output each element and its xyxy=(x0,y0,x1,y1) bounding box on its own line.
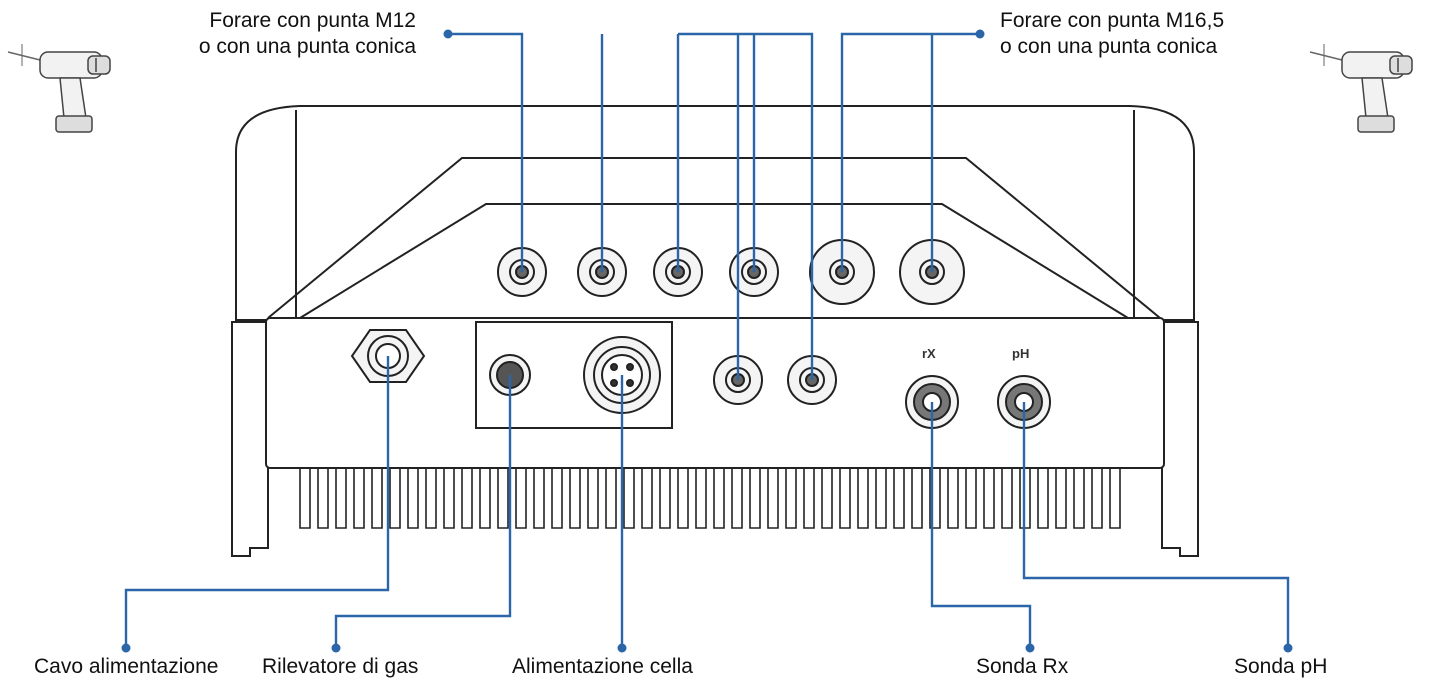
connector-plate xyxy=(475,321,673,429)
recessed-panel-outer xyxy=(267,157,1161,319)
right-flange xyxy=(1161,321,1199,557)
drill-label-m16-line2: o con una punta conica xyxy=(1000,35,1218,58)
hole-m12-3 xyxy=(653,247,703,297)
label-rx-probe: Sonda Rx xyxy=(976,655,1069,678)
label-ph-probe: Sonda pH xyxy=(1234,655,1328,678)
drill-icon-right xyxy=(1309,44,1413,133)
rx-marking: rX xyxy=(922,346,936,361)
label-power-cable: Cavo alimentazione xyxy=(34,655,219,678)
leader-dots xyxy=(121,29,1293,653)
ph-marking: pH xyxy=(1012,346,1030,361)
drill-label-m12: Forare con punta M12 o con una punta con… xyxy=(146,8,416,60)
heat-sink xyxy=(296,467,1134,529)
leader-lines xyxy=(124,32,1290,648)
gas-detector-connector xyxy=(489,354,531,396)
label-gas-detector: Rilevatore di gas xyxy=(262,655,419,678)
drill-label-m12-line1: Forare con punta M12 xyxy=(209,9,416,32)
left-flange xyxy=(231,321,269,557)
recessed-panel-inner xyxy=(299,203,1129,319)
drill-label-m12-line2: o con una punta conica xyxy=(198,35,416,58)
drill-icon-left xyxy=(7,44,111,133)
drill-label-m16: Forare con punta M16,5 o con una punta c… xyxy=(1000,8,1224,60)
label-cell-power: Alimentazione cella xyxy=(512,655,693,678)
enclosure-lid xyxy=(235,105,1195,321)
drill-label-m16-line1: Forare con punta M16,5 xyxy=(1000,9,1225,32)
hole-m12-2 xyxy=(577,247,627,297)
